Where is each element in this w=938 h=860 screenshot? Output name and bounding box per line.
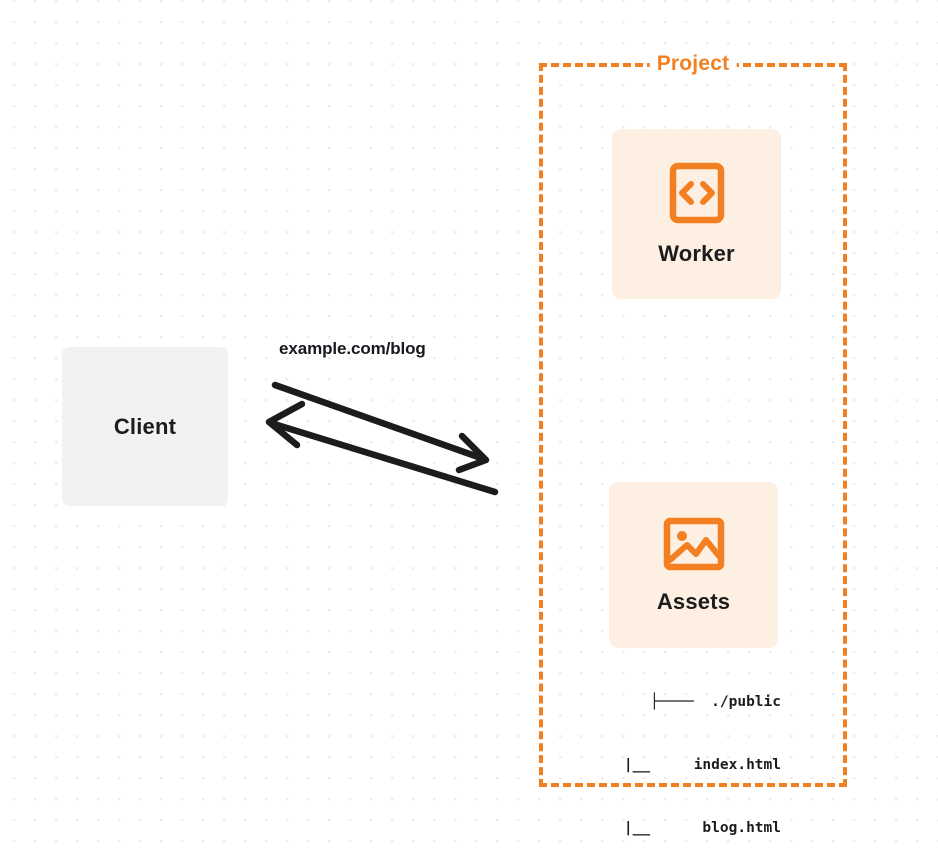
client-node[interactable]: Client — [62, 347, 228, 506]
worker-card[interactable]: Worker — [612, 129, 781, 299]
assets-card[interactable]: Assets — [609, 482, 778, 648]
connection-url-label: example.com/blog — [279, 339, 426, 358]
project-container: Project — [539, 52, 847, 787]
file-tree-row: |__ blog.html — [623, 820, 781, 836]
worker-card-label: Worker — [658, 240, 735, 266]
request-arrow-icon — [271, 381, 490, 474]
code-brackets-icon — [669, 162, 724, 223]
assets-card-label: Assets — [656, 588, 731, 614]
asset-file-tree: ├──── ./public |__ index.html |__ blog.h… — [586, 650, 781, 860]
image-picture-icon — [663, 517, 724, 570]
project-title: Project — [649, 52, 737, 76]
client-node-label: Client — [113, 413, 177, 439]
file-tree-row: |__ index.html — [623, 757, 781, 773]
response-arrow-icon — [265, 400, 499, 496]
file-tree-row: ├──── ./public — [650, 694, 781, 710]
